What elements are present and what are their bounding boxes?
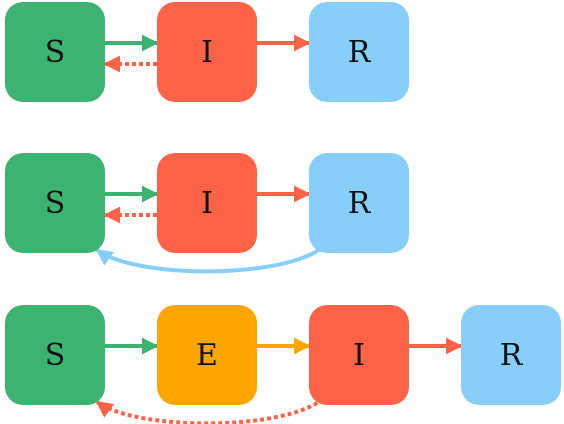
- node-label: R: [348, 35, 372, 70]
- node-label: R: [348, 186, 372, 221]
- node-label: I: [353, 338, 365, 373]
- arrow-r-to-s: [95, 245, 325, 274]
- node-box: [157, 2, 257, 102]
- node-box: [157, 305, 257, 405]
- node-s: S: [5, 2, 105, 102]
- node-r: R: [309, 2, 409, 102]
- arrow-i-to-s: [95, 397, 325, 424]
- node-box: [309, 2, 409, 102]
- node-label: R: [500, 338, 524, 373]
- node-label: E: [196, 338, 218, 373]
- node-box: [5, 305, 105, 405]
- node-i: I: [157, 2, 257, 102]
- node-label: S: [45, 35, 66, 70]
- node-box: [5, 153, 105, 253]
- node-r: R: [309, 153, 409, 253]
- node-i: I: [309, 305, 409, 405]
- node-e: E: [157, 305, 257, 405]
- node-box: [309, 305, 409, 405]
- node-r: R: [461, 305, 561, 405]
- node-box: [157, 153, 257, 253]
- node-label: S: [45, 338, 66, 373]
- node-label: I: [201, 186, 213, 221]
- node-label: S: [45, 186, 66, 221]
- node-s: S: [5, 305, 105, 405]
- node-s: S: [5, 153, 105, 253]
- node-label: I: [201, 35, 213, 70]
- node-box: [309, 153, 409, 253]
- node-i: I: [157, 153, 257, 253]
- node-box: [5, 2, 105, 102]
- node-box: [461, 305, 561, 405]
